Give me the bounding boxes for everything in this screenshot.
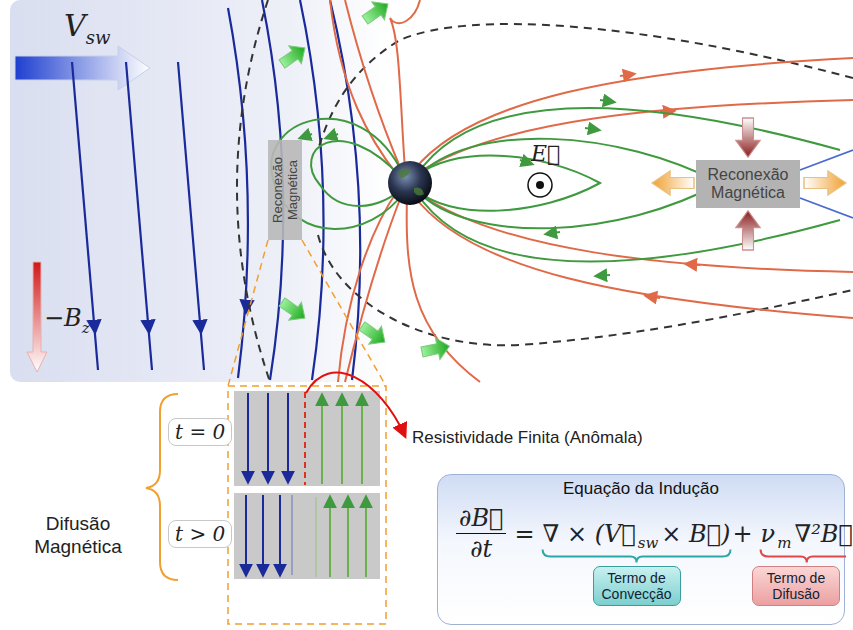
equation-part: × B⃗) [661,520,730,548]
reconnection-box: Reconexão Magnética [696,160,800,208]
underbrace [761,550,846,563]
label-group: E⃗ [531,141,560,166]
equation-subscript: sw [638,534,659,552]
label-symbol: −B [44,304,82,332]
fraction: ∂B⃗∂t [456,503,506,564]
equation-part: + [732,520,752,548]
label-group: t = 0 [168,418,232,446]
reconnection-box: Reconexão Magnética [268,140,302,240]
panel-title-text: Equação da Indução [563,479,719,498]
reconnection-label: Reconexão Magnética [268,140,302,240]
equation-part: ν [761,520,776,548]
panel-title: Equação da Indução [438,479,844,499]
term-box: Termo de Convecção [593,566,681,606]
term-label: Termo de Convecção [598,570,676,602]
label-group: Difusão Magnética [16,512,140,558]
label-group: −Bz [44,304,90,332]
equation: ∂B⃗∂t = ∇ × (V⃗sw× B⃗)+ νm∇²B⃗ [456,503,853,564]
equation-part: ∇ × (V⃗ [543,520,636,548]
group-label: Difusão Magnética [34,513,122,557]
equation-part: ∂t [470,534,492,564]
label-symbol: V [64,8,86,43]
label-symbol: E⃗ [531,141,560,166]
label-subscript: z [82,319,90,337]
time-label: t > 0 [175,522,225,546]
underbrace [543,550,731,563]
reconnection-label: Reconexão Magnética [700,166,796,202]
equation-panel: Equação da Indução ∂B⃗∂t = ∇ × (V⃗sw× B⃗)+ ν… [437,474,845,625]
equation-part: ∂B⃗ [456,503,506,534]
term-label: Termo de Difusão [757,570,835,602]
label-group: Vsw [64,8,110,43]
note-label: Resistividade Finita (Anômala) [412,428,643,447]
equation-subscript: m [777,534,791,552]
label-group: t > 0 [168,520,232,548]
term-box: Termo de Difusão [752,566,840,606]
equation-part: ∇²B⃗ [794,520,852,548]
label-group: Resistividade Finita (Anômala) [412,428,643,448]
label-subscript: sw [86,27,111,48]
equation-part: = [514,520,534,548]
time-label: t = 0 [175,420,225,444]
